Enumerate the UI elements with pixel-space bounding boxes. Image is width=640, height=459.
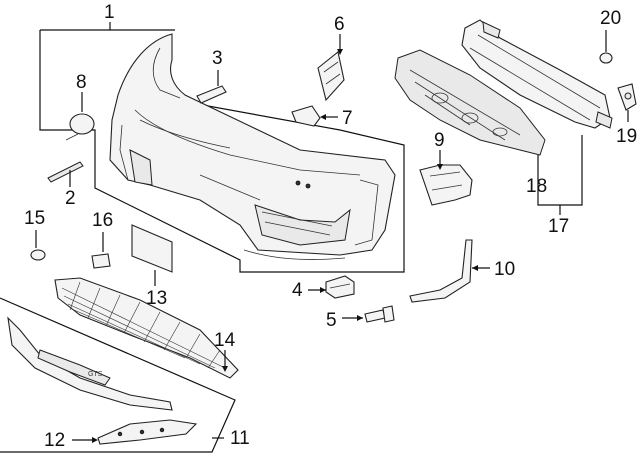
callout-13: 13 bbox=[146, 288, 167, 309]
part-4-bracket bbox=[308, 275, 355, 299]
callout-14: 14 bbox=[214, 330, 236, 351]
callout-17: 17 bbox=[548, 216, 569, 237]
callout-8: 8 bbox=[76, 72, 87, 93]
part-6-bracket bbox=[317, 34, 345, 102]
part-16-clip bbox=[91, 232, 111, 269]
spoiler: GTS bbox=[7, 316, 173, 411]
callout-16: 16 bbox=[92, 210, 113, 231]
callout-9: 9 bbox=[434, 130, 445, 151]
callout-18: 18 bbox=[526, 176, 547, 197]
part-9-bracket bbox=[419, 150, 473, 206]
bumper-cover bbox=[109, 33, 396, 260]
part-3-bracket bbox=[196, 70, 227, 104]
callout-4: 4 bbox=[292, 280, 303, 301]
part-12-insert bbox=[72, 419, 198, 445]
callout-1: 1 bbox=[104, 2, 115, 23]
spoiler-badge-text: GTS bbox=[88, 371, 103, 378]
callout-3: 3 bbox=[212, 48, 223, 69]
callout-6: 6 bbox=[334, 14, 345, 35]
part-10-trim-strip bbox=[409, 239, 490, 303]
callout-15: 15 bbox=[24, 208, 45, 229]
callout-10: 10 bbox=[494, 259, 515, 280]
part-15-clip bbox=[30, 230, 46, 261]
part-20-nut bbox=[599, 30, 613, 64]
part-8-tow-cap bbox=[65, 92, 95, 141]
lower-grille bbox=[54, 277, 239, 379]
callout-20: 20 bbox=[600, 8, 621, 29]
part-2-clip bbox=[47, 161, 84, 187]
callout-11: 11 bbox=[230, 428, 250, 449]
impact-bar bbox=[461, 19, 613, 129]
callout-7: 7 bbox=[342, 108, 353, 129]
bumper-group-outline bbox=[39, 29, 405, 273]
part-7-bracket bbox=[291, 105, 338, 127]
part-5-bolt bbox=[342, 305, 395, 323]
callout-2: 2 bbox=[65, 188, 76, 209]
part-19-bracket bbox=[617, 83, 637, 122]
callout-12: 12 bbox=[44, 430, 65, 451]
callout-19: 19 bbox=[616, 126, 637, 147]
callout-5: 5 bbox=[326, 310, 337, 331]
part-13-license-plate-bracket bbox=[131, 224, 173, 286]
spoiler-group-outline bbox=[0, 297, 236, 453]
energy-absorber bbox=[394, 49, 546, 172]
